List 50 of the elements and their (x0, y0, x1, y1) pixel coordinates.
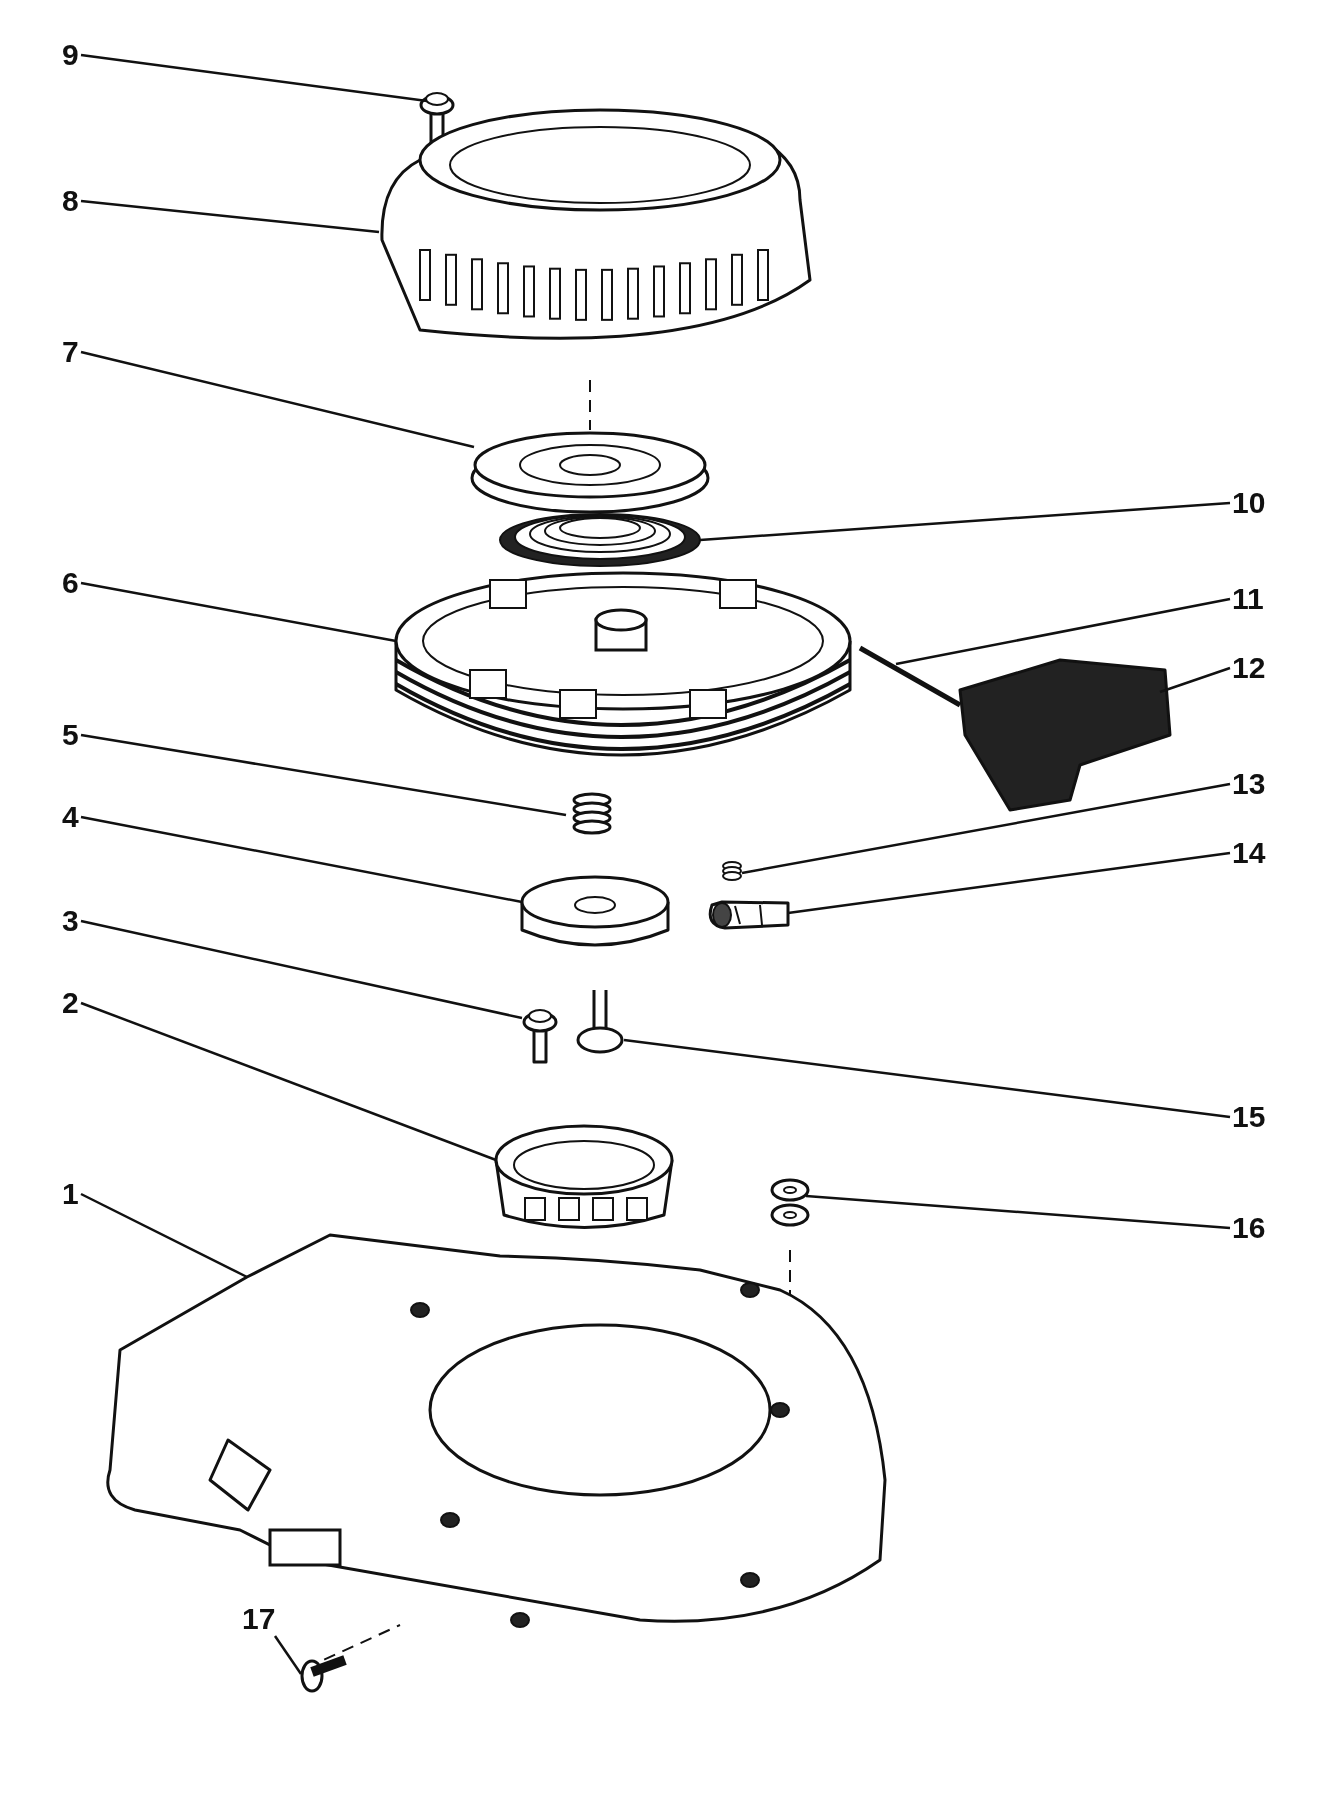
bolt-drawing (300, 1655, 347, 1693)
callout-number: 4 (62, 802, 79, 832)
leader-line (623, 1038, 1231, 1119)
leader-line (805, 1194, 1231, 1230)
leader-line (1159, 666, 1231, 694)
handle-drawing (958, 658, 1172, 812)
spring-drawing (722, 861, 742, 881)
callout-number: 14 (1232, 838, 1266, 868)
screw-drawing (576, 988, 624, 1054)
callout-number: 15 (1232, 1102, 1266, 1132)
recoil-spring-drawing (499, 513, 701, 567)
callout-number: 5 (62, 720, 79, 750)
callout-number: 10 (1232, 488, 1266, 518)
bolt-drawing (522, 1009, 558, 1064)
cam-drawing (520, 875, 670, 947)
leader-line (80, 919, 523, 1020)
spring-drawing (572, 792, 612, 835)
leader-line (80, 1001, 497, 1162)
leader-line (80, 199, 380, 234)
washer-drawing (770, 1178, 810, 1227)
callout-number: 7 (62, 337, 79, 367)
callout-number: 3 (62, 906, 79, 936)
leader-line (699, 501, 1231, 542)
spring-cup-drawing (470, 431, 710, 514)
starter-cup-drawing (494, 1124, 674, 1229)
leader-line (273, 1635, 303, 1675)
starter-cover-drawing (380, 108, 812, 340)
starter-rope-drawing (858, 645, 962, 708)
callout-number: 13 (1232, 769, 1266, 799)
callout-number: 17 (242, 1604, 276, 1634)
callout-number: 1 (62, 1179, 79, 1209)
leader-line (80, 815, 523, 904)
pulley-drawing (394, 571, 852, 757)
callout-number: 8 (62, 186, 79, 216)
callout-number: 6 (62, 568, 79, 598)
leader-line (787, 851, 1231, 915)
callout-number: 11 (1232, 584, 1264, 614)
leader-line (80, 53, 428, 103)
callout-number: 9 (62, 40, 79, 70)
leader-line (80, 1192, 248, 1279)
blower-housing-drawing (106, 1233, 887, 1628)
callout-number: 2 (62, 988, 79, 1018)
callout-number: 12 (1232, 653, 1266, 683)
leader-line (80, 733, 567, 817)
leader-line (80, 350, 475, 449)
leader-line (741, 782, 1231, 875)
leader-line (895, 597, 1231, 666)
leader-line (80, 581, 397, 643)
callout-number: 16 (1232, 1213, 1266, 1243)
pawl-drawing (708, 900, 790, 930)
